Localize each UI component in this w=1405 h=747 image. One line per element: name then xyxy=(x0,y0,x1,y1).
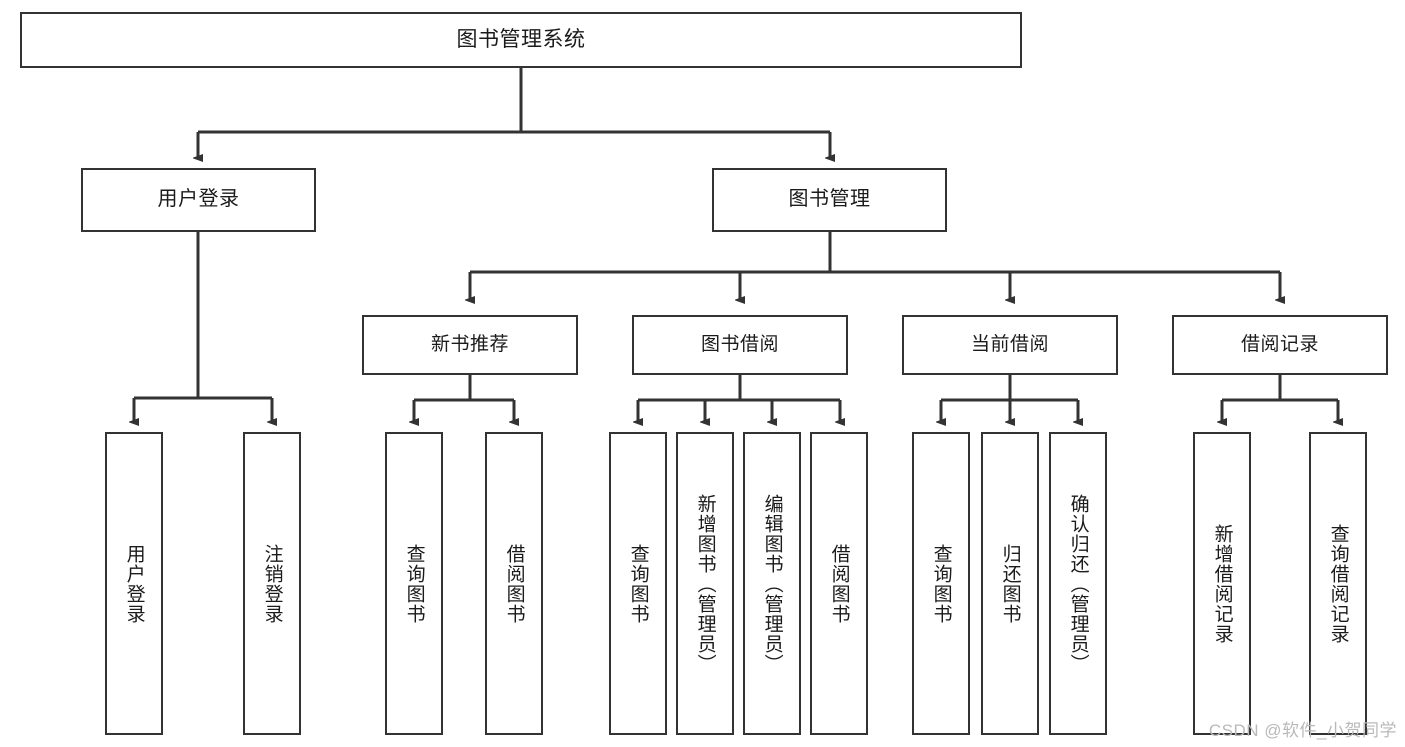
node-leaf-add-borrow-record[interactable]: 新增借阅记录 xyxy=(1193,432,1251,735)
node-label: 图书借阅 xyxy=(700,333,779,355)
node-leaf-query-book-current[interactable]: 查询图书 xyxy=(912,432,970,735)
node-label: 查询图书 xyxy=(627,543,649,624)
node-new-book-recommend[interactable]: 新书推荐 xyxy=(362,315,578,375)
node-label: 新增图书（管理员） xyxy=(694,493,716,674)
node-label: 借阅记录 xyxy=(1240,333,1319,355)
node-book-borrow[interactable]: 图书借阅 xyxy=(632,315,848,375)
node-label: 图书管理 xyxy=(788,188,871,211)
node-leaf-edit-book-admin[interactable]: 编辑图书（管理员） xyxy=(743,432,801,735)
node-leaf-query-borrow-record[interactable]: 查询借阅记录 xyxy=(1309,432,1367,735)
node-label: 图书管理系统 xyxy=(456,27,586,51)
node-user-login[interactable]: 用户登录 xyxy=(81,168,316,232)
node-label: 新书推荐 xyxy=(430,333,509,355)
node-leaf-query-book-recommend[interactable]: 查询图书 xyxy=(385,432,443,735)
node-leaf-confirm-return-admin[interactable]: 确认归还（管理员） xyxy=(1049,432,1107,735)
node-label: 查询借阅记录 xyxy=(1327,523,1349,644)
node-label: 归还图书 xyxy=(999,543,1021,624)
node-label: 用户登录 xyxy=(123,543,145,624)
node-root-book-management-system[interactable]: 图书管理系统 xyxy=(20,12,1022,68)
node-label: 编辑图书（管理员） xyxy=(761,493,783,674)
node-leaf-user-login[interactable]: 用户登录 xyxy=(105,432,163,735)
node-label: 确认归还（管理员） xyxy=(1067,493,1089,674)
node-leaf-return-book[interactable]: 归还图书 xyxy=(981,432,1039,735)
watermark-text: CSDN @软件_小贺同学 xyxy=(1208,721,1397,740)
node-book-management[interactable]: 图书管理 xyxy=(712,168,947,232)
node-leaf-borrow-book-recommend[interactable]: 借阅图书 xyxy=(485,432,543,735)
node-leaf-query-book-borrow[interactable]: 查询图书 xyxy=(609,432,667,735)
node-label: 查询图书 xyxy=(930,543,952,624)
node-leaf-add-book-admin[interactable]: 新增图书（管理员） xyxy=(676,432,734,735)
node-label: 借阅图书 xyxy=(503,543,525,624)
node-label: 当前借阅 xyxy=(970,333,1049,355)
node-label: 查询图书 xyxy=(403,543,425,624)
node-leaf-logout[interactable]: 注销登录 xyxy=(243,432,301,735)
node-label: 新增借阅记录 xyxy=(1211,523,1233,644)
node-label: 借阅图书 xyxy=(828,543,850,624)
node-borrow-record[interactable]: 借阅记录 xyxy=(1172,315,1388,375)
node-label: 注销登录 xyxy=(261,543,283,624)
node-leaf-borrow-book[interactable]: 借阅图书 xyxy=(810,432,868,735)
node-label: 用户登录 xyxy=(157,188,240,211)
node-current-borrow[interactable]: 当前借阅 xyxy=(902,315,1118,375)
